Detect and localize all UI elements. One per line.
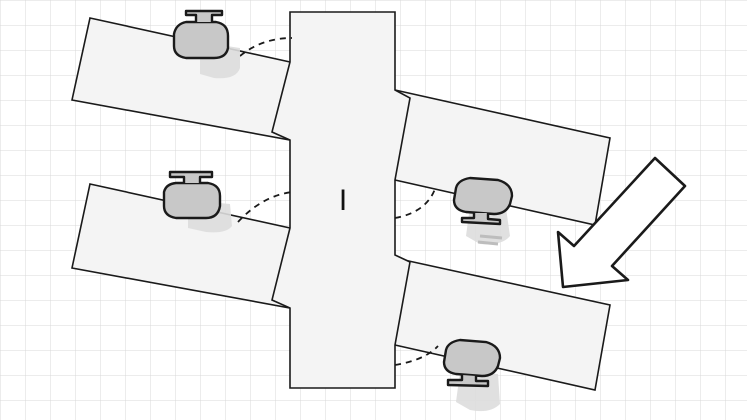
center-label: I <box>339 184 347 217</box>
swing-arc-top-left <box>239 37 293 57</box>
chair-icon <box>162 170 232 233</box>
swing-arc-bottom-right <box>394 345 439 366</box>
center-panel <box>271 11 411 389</box>
swing-arc-mid-right <box>394 185 437 219</box>
swing-arc-mid-left <box>237 191 293 223</box>
chair-icon <box>452 176 514 246</box>
chair-icon <box>442 338 502 412</box>
chair-icon <box>172 9 240 79</box>
arrow-down-left-icon <box>556 156 687 289</box>
